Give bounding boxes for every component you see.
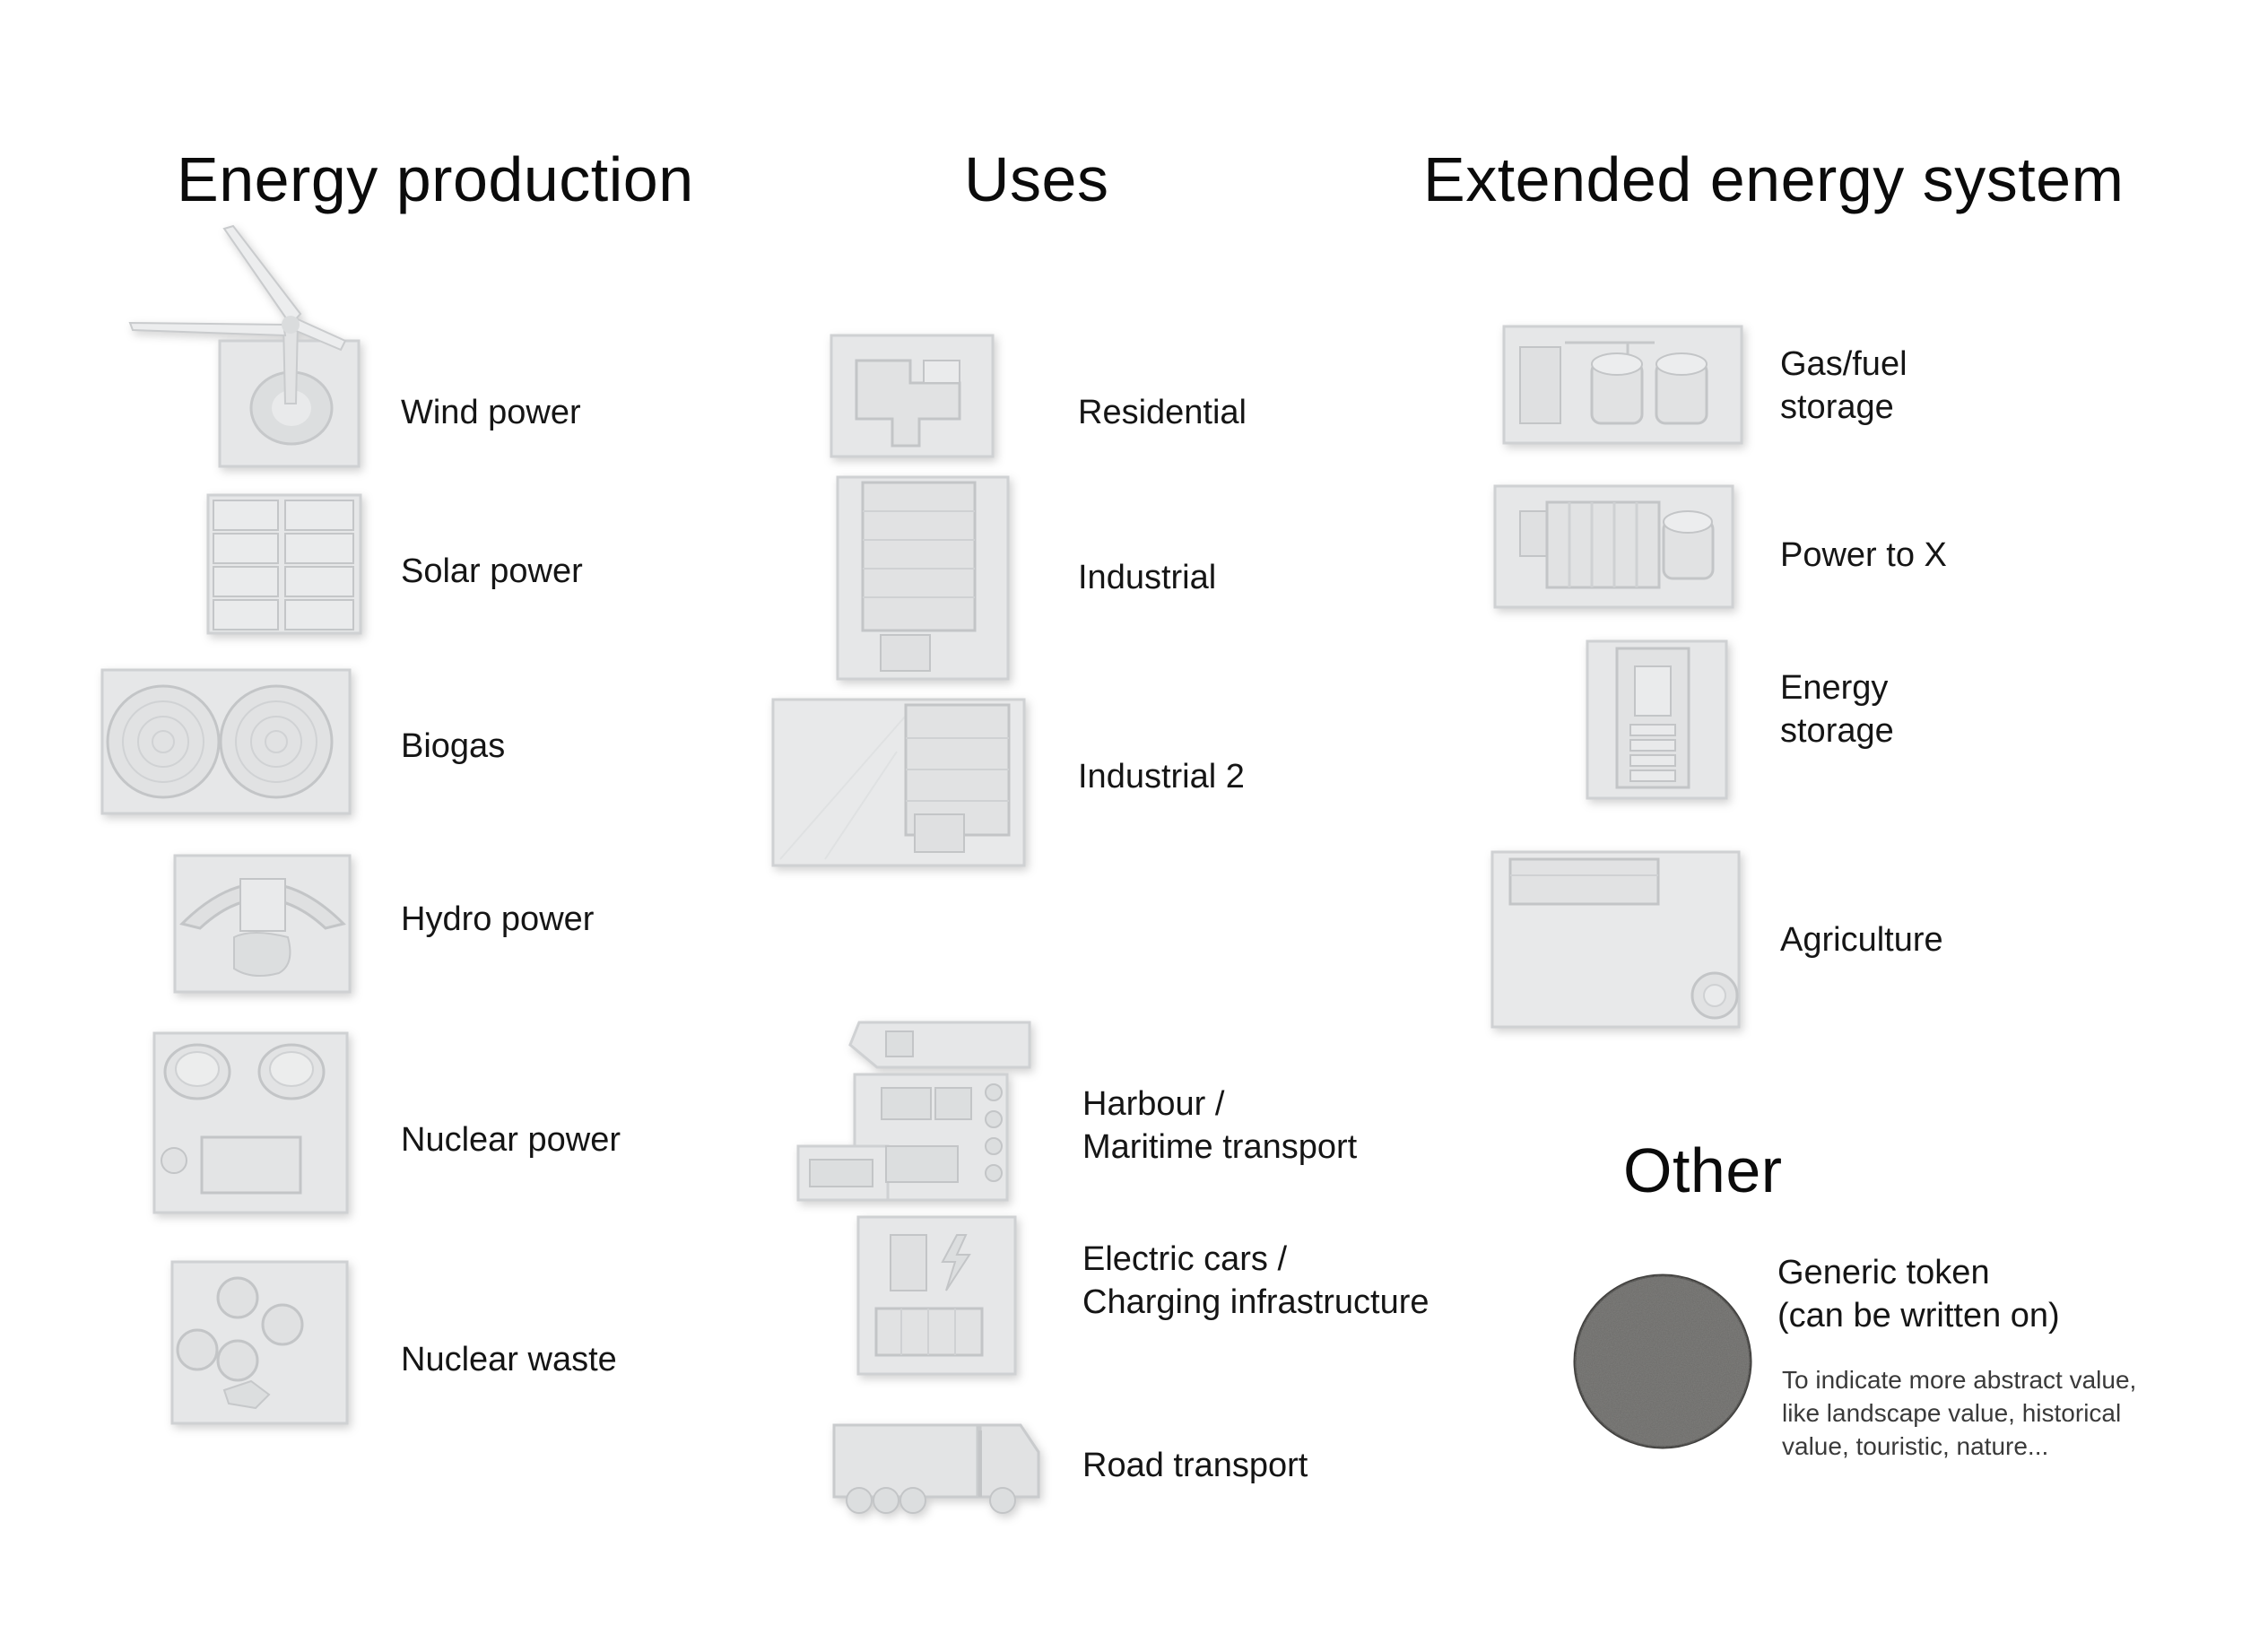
wind-turbine-token — [126, 224, 361, 471]
label-energy-storage: Energy storage — [1780, 669, 1894, 750]
label-electric-cars: Electric cars / Charging infrastructure — [1082, 1240, 1429, 1321]
label-solar-power: Solar power — [401, 552, 583, 590]
industrial-site-token — [771, 698, 1027, 868]
nuclear-waste-barrels-token — [170, 1260, 350, 1426]
gas-storage-tanks-token — [1502, 325, 1744, 446]
label-hydro-power: Hydro power — [401, 900, 595, 938]
industrial-building-token — [836, 475, 1011, 682]
label-nuclear-waste: Nuclear waste — [401, 1341, 617, 1378]
label-gas-fuel-storage: Gas/fuel storage — [1780, 345, 1907, 426]
label-industrial: Industrial — [1078, 559, 1217, 596]
label-biogas: Biogas — [401, 727, 506, 765]
generic-token-description: To indicate more abstract value, like la… — [1782, 1366, 2137, 1460]
solar-panels-token — [206, 493, 363, 637]
battery-storage-token — [1586, 639, 1729, 801]
power-to-x-token — [1493, 484, 1735, 610]
label-wind-power: Wind power — [401, 394, 581, 431]
label-industrial-2: Industrial 2 — [1078, 758, 1245, 796]
label-road-transport: Road transport — [1082, 1447, 1308, 1484]
cork-disc-token — [1571, 1272, 1755, 1451]
label-power-to-x: Power to X — [1780, 536, 1947, 574]
harbour-ship-token — [796, 1021, 1031, 1204]
label-generic-token: Generic token (can be written on) — [1777, 1254, 2060, 1335]
truck-token — [832, 1422, 1043, 1516]
residential-building-token — [830, 334, 995, 459]
heading-uses: Uses — [964, 144, 1109, 214]
label-nuclear-power: Nuclear power — [401, 1121, 621, 1159]
heading-other: Other — [1623, 1135, 1783, 1205]
biogas-tanks-token — [100, 668, 352, 816]
heading-extended-energy-system: Extended energy system — [1423, 144, 2125, 214]
label-agriculture: Agriculture — [1780, 921, 1943, 959]
agriculture-field-token — [1490, 850, 1742, 1030]
label-residential: Residential — [1078, 394, 1247, 431]
label-harbour: Harbour / Maritime transport — [1082, 1085, 1358, 1166]
heading-energy-production: Energy production — [177, 144, 694, 214]
ev-charging-token — [856, 1215, 1018, 1377]
hydro-dam-token — [173, 852, 352, 996]
nuclear-plant-token — [152, 1031, 350, 1215]
